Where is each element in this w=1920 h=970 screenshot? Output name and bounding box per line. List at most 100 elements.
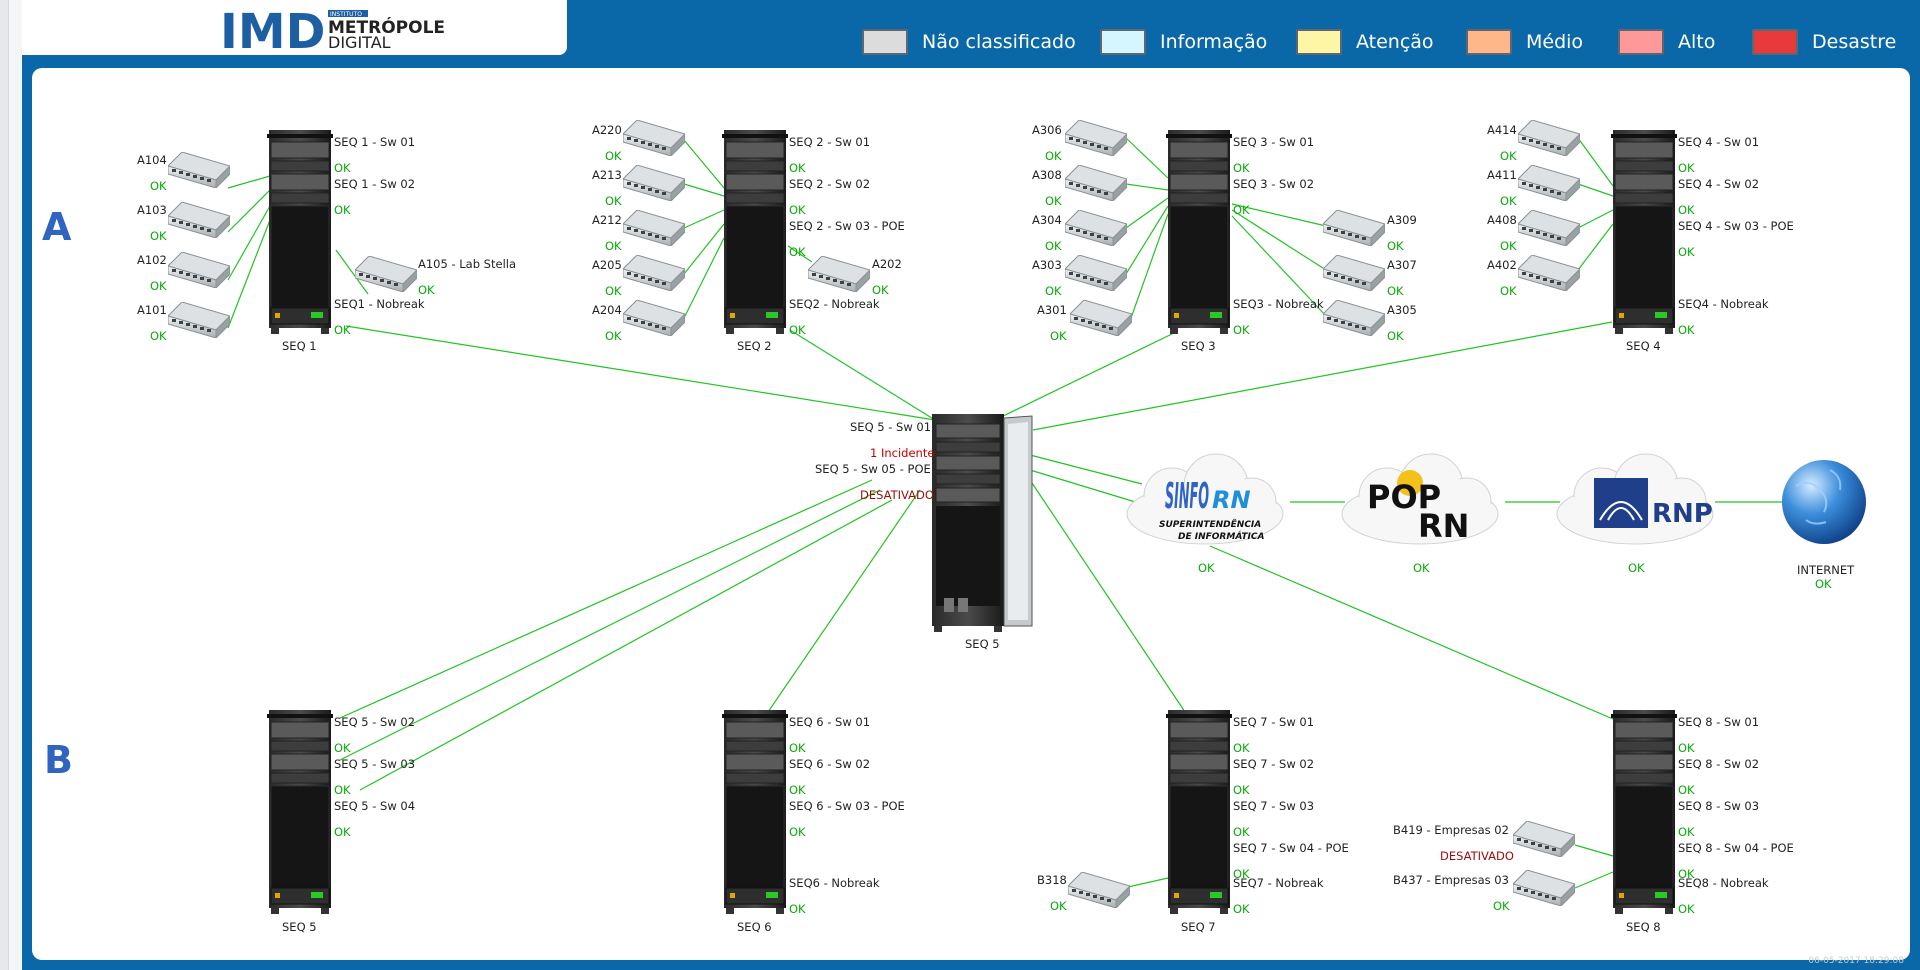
access-switch[interactable]	[1065, 210, 1127, 246]
switch-label: A402	[1487, 258, 1517, 272]
switch-label: SEQ 7 - Sw 03	[1233, 799, 1314, 813]
sidebar-strip	[0, 0, 9, 970]
access-switch[interactable]	[1323, 210, 1385, 246]
internet-globe-icon[interactable]	[1782, 460, 1866, 544]
rack-label-seq5: SEQ 5	[282, 920, 317, 934]
switch-label: SEQ 4 - Sw 02	[1678, 177, 1759, 191]
status-ok: OK	[1678, 825, 1695, 839]
legend-swatch	[1752, 29, 1798, 55]
switch-label: A212	[592, 213, 622, 227]
legend-item-alto: Alto	[1618, 28, 1715, 56]
access-switch[interactable]	[1323, 300, 1385, 336]
switch-label: SEQ 5 - Sw 01	[850, 420, 931, 434]
access-switch[interactable]	[1518, 165, 1580, 201]
status-ok: OK	[334, 741, 351, 755]
status-ok: OK	[605, 239, 622, 253]
access-switch[interactable]	[1065, 165, 1127, 201]
status-ok: OK	[1045, 149, 1062, 163]
network-link	[359, 499, 893, 791]
network-link	[683, 209, 725, 229]
switch-label: A213	[592, 168, 622, 182]
network-link	[335, 249, 369, 295]
pop-logo-sun	[1397, 470, 1423, 496]
access-switch[interactable]	[168, 152, 230, 188]
access-switch[interactable]	[168, 302, 230, 338]
logo-line1: METRÓPOLE	[328, 16, 445, 38]
switch-label: A104	[137, 153, 167, 167]
network-link	[683, 183, 725, 197]
status-ok: OK	[1233, 825, 1250, 839]
rack-seq1[interactable]	[267, 130, 333, 334]
switch-label: A202	[872, 257, 902, 271]
access-switch[interactable]	[1513, 821, 1575, 857]
rack-seq7[interactable]	[1166, 710, 1232, 914]
legend-label: Desastre	[1812, 31, 1897, 53]
legend-label: Não classificado	[922, 31, 1076, 53]
rack-seq5-core[interactable]	[931, 414, 1033, 632]
network-link	[227, 219, 271, 329]
rack-label-seq2: SEQ 2	[737, 339, 772, 353]
access-switch[interactable]	[1065, 120, 1127, 156]
access-switch[interactable]	[1518, 120, 1580, 156]
access-switch[interactable]	[1513, 870, 1575, 906]
access-switch[interactable]	[355, 256, 417, 292]
nobreak-label: SEQ7 - Nobreak	[1233, 876, 1324, 890]
network-link	[1125, 205, 1169, 275]
access-switch[interactable]	[623, 210, 685, 246]
nobreak-label: SEQ8 - Nobreak	[1678, 876, 1769, 890]
status-ok: OK	[150, 279, 167, 293]
network-link	[1574, 871, 1614, 889]
status-ok: OK	[1628, 561, 1645, 575]
access-switch[interactable]	[623, 120, 685, 156]
access-switch[interactable]	[168, 252, 230, 288]
rack-seq6[interactable]	[722, 710, 788, 914]
access-switch[interactable]	[168, 202, 230, 238]
network-link	[994, 331, 1177, 421]
rack-seq2[interactable]	[722, 130, 788, 334]
access-switch[interactable]	[1323, 255, 1385, 291]
sinfo-logo-brand: RN	[1212, 486, 1251, 514]
nobreak-label: SEQ1 - Nobreak	[334, 297, 425, 311]
status-ok: OK	[1050, 899, 1067, 913]
row-label-b: B	[44, 738, 73, 782]
rack-seq5[interactable]	[267, 710, 333, 914]
switch-label: A308	[1032, 168, 1062, 182]
network-link	[1231, 215, 1327, 317]
rack-seq4[interactable]	[1611, 130, 1677, 334]
switch-label: SEQ 8 - Sw 04 - POE	[1678, 841, 1794, 855]
network-link	[789, 329, 936, 421]
access-switch[interactable]	[1065, 255, 1127, 291]
switch-label: A220	[592, 123, 622, 137]
rack-label-seq1: SEQ 1	[282, 339, 317, 353]
access-switch[interactable]	[808, 256, 870, 292]
rack-label-seq5-core: SEQ 5	[965, 637, 1000, 651]
status-ok: OK	[1678, 902, 1695, 916]
legend-swatch	[1466, 29, 1512, 55]
access-switch[interactable]	[1518, 210, 1580, 246]
network-link	[1577, 183, 1614, 197]
switch-label: SEQ 1 - Sw 02	[334, 177, 415, 191]
network-link	[227, 189, 271, 233]
access-switch[interactable]	[1068, 872, 1130, 908]
access-switch[interactable]	[623, 255, 685, 291]
status-ok: OK	[150, 329, 167, 343]
access-switch[interactable]	[623, 165, 685, 201]
nobreak-label: SEQ4 - Nobreak	[1678, 297, 1769, 311]
legend-item-atencao: Atenção	[1296, 28, 1434, 56]
network-link	[1125, 197, 1169, 229]
status-ok: OK	[1678, 203, 1695, 217]
network-link	[1577, 137, 1614, 187]
switch-label: SEQ 7 - Sw 02	[1233, 757, 1314, 771]
logo-small: INSTITUTO	[330, 11, 362, 18]
rack-seq3[interactable]	[1166, 130, 1232, 334]
status-ok: OK	[789, 783, 806, 797]
access-switch[interactable]	[1518, 255, 1580, 291]
access-switch[interactable]	[623, 300, 685, 336]
rack-seq8[interactable]	[1611, 710, 1677, 914]
pop-logo-rn: RN	[1418, 507, 1469, 545]
access-switch[interactable]	[1070, 300, 1132, 336]
logo-text: IMD	[220, 4, 325, 55]
status-ok: OK	[1413, 561, 1430, 575]
switch-label: SEQ 8 - Sw 01	[1678, 715, 1759, 729]
switch-label: SEQ 6 - Sw 01	[789, 715, 870, 729]
